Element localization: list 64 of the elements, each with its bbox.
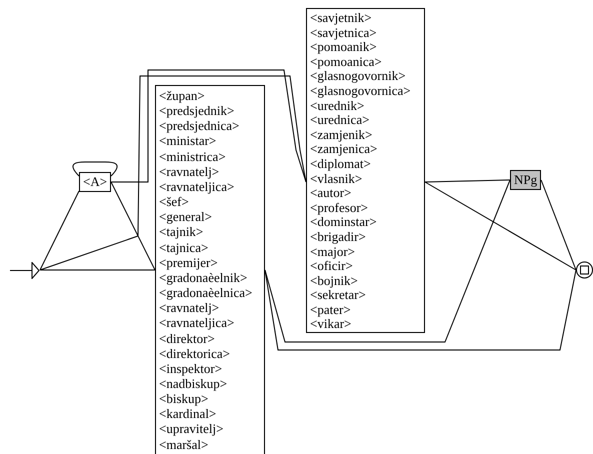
- transition-label: <oficir>: [310, 259, 353, 274]
- transition-label: <major>: [310, 244, 355, 260]
- transition-label: <upravitelj>: [159, 421, 224, 437]
- transition-label: <vikar>: [310, 317, 352, 332]
- transition-line: [540, 180, 576, 270]
- transition-box: [306, 8, 425, 334]
- transition-label: <diplomat>: [310, 156, 371, 172]
- transition-label: <urednik>: [310, 98, 364, 114]
- transition-box: [79, 172, 112, 192]
- initial-state: [10, 262, 40, 279]
- transition-label: <zamjenica>: [310, 142, 378, 157]
- transition-label: <predsjednica>: [159, 118, 240, 134]
- transition-label: <ravnateljica>: [159, 178, 234, 194]
- transition-label: <ravnatelj>: [159, 164, 220, 179]
- transition-label: <kardinal>: [159, 406, 216, 422]
- subgraph-box: [510, 170, 542, 190]
- transition-label: <pomoanica>: [310, 54, 382, 70]
- transition-label: <vlasnik>: [310, 172, 362, 186]
- transition-label: <biskup>: [159, 391, 208, 406]
- transition-line: [110, 182, 156, 270]
- transition-label: <glasnogovornica>: [310, 84, 411, 99]
- transition-label: <autor>: [310, 186, 352, 201]
- transition-label: <direktorica>: [159, 346, 230, 361]
- loop-transition: [72, 162, 118, 176]
- transition-label: <inspektor>: [159, 360, 222, 376]
- transition-label: <sekretar>: [310, 288, 366, 303]
- transition-label: <šef>: [159, 194, 189, 210]
- transition-label: <brigadir>: [310, 230, 366, 244]
- transition-label: <nadbiskup>: [159, 376, 228, 392]
- transition-label: <tajnica>: [159, 240, 208, 255]
- transition-label: <ministar>: [159, 133, 216, 149]
- transition-label: <predsjednik>: [159, 103, 234, 118]
- transition-label: <ravnateljica>: [159, 315, 234, 330]
- transition-line: [40, 190, 80, 270]
- transition-line: [40, 76, 306, 270]
- transition-label: <A>: [83, 173, 108, 191]
- transition-label: <gradonaèelnica>: [159, 285, 252, 300]
- transition-label: <savjetnica>: [310, 26, 377, 40]
- transition-label: <glasnogovornik>: [310, 69, 406, 84]
- transition-label: <premijer>: [159, 254, 218, 270]
- transition-label: <savjetnik>: [310, 11, 372, 26]
- transition-label: <gradonaèelnik>: [159, 270, 248, 286]
- transition-label: <dominstar>: [310, 215, 377, 230]
- transition-line: [264, 270, 576, 350]
- transition-label: <pomoanik>: [310, 40, 377, 55]
- transition-label: <tajnik>: [159, 224, 204, 240]
- transition-line: [264, 180, 510, 342]
- transition-label: <urednica>: [310, 113, 370, 128]
- transition-label: <župan>: [159, 88, 205, 104]
- transition-box: [155, 85, 265, 454]
- transition-label: <pater>: [310, 302, 351, 318]
- transition-label: <general>: [159, 209, 212, 224]
- final-state: [576, 261, 593, 279]
- transition-label: <bojnik>: [310, 274, 358, 288]
- transition-label: NPg: [514, 171, 538, 189]
- transition-label: <maršal>: [159, 436, 208, 452]
- transition-line: [424, 180, 510, 182]
- transition-label: <direktor>: [159, 330, 215, 346]
- transition-line: [110, 70, 306, 182]
- transition-label: <profesor>: [310, 200, 368, 216]
- transition-label: <ministrica>: [159, 148, 226, 164]
- transition-label: <zamjenik>: [310, 128, 372, 142]
- transition-label: <ravnatelj>: [159, 300, 220, 316]
- transition-line: [424, 182, 576, 270]
